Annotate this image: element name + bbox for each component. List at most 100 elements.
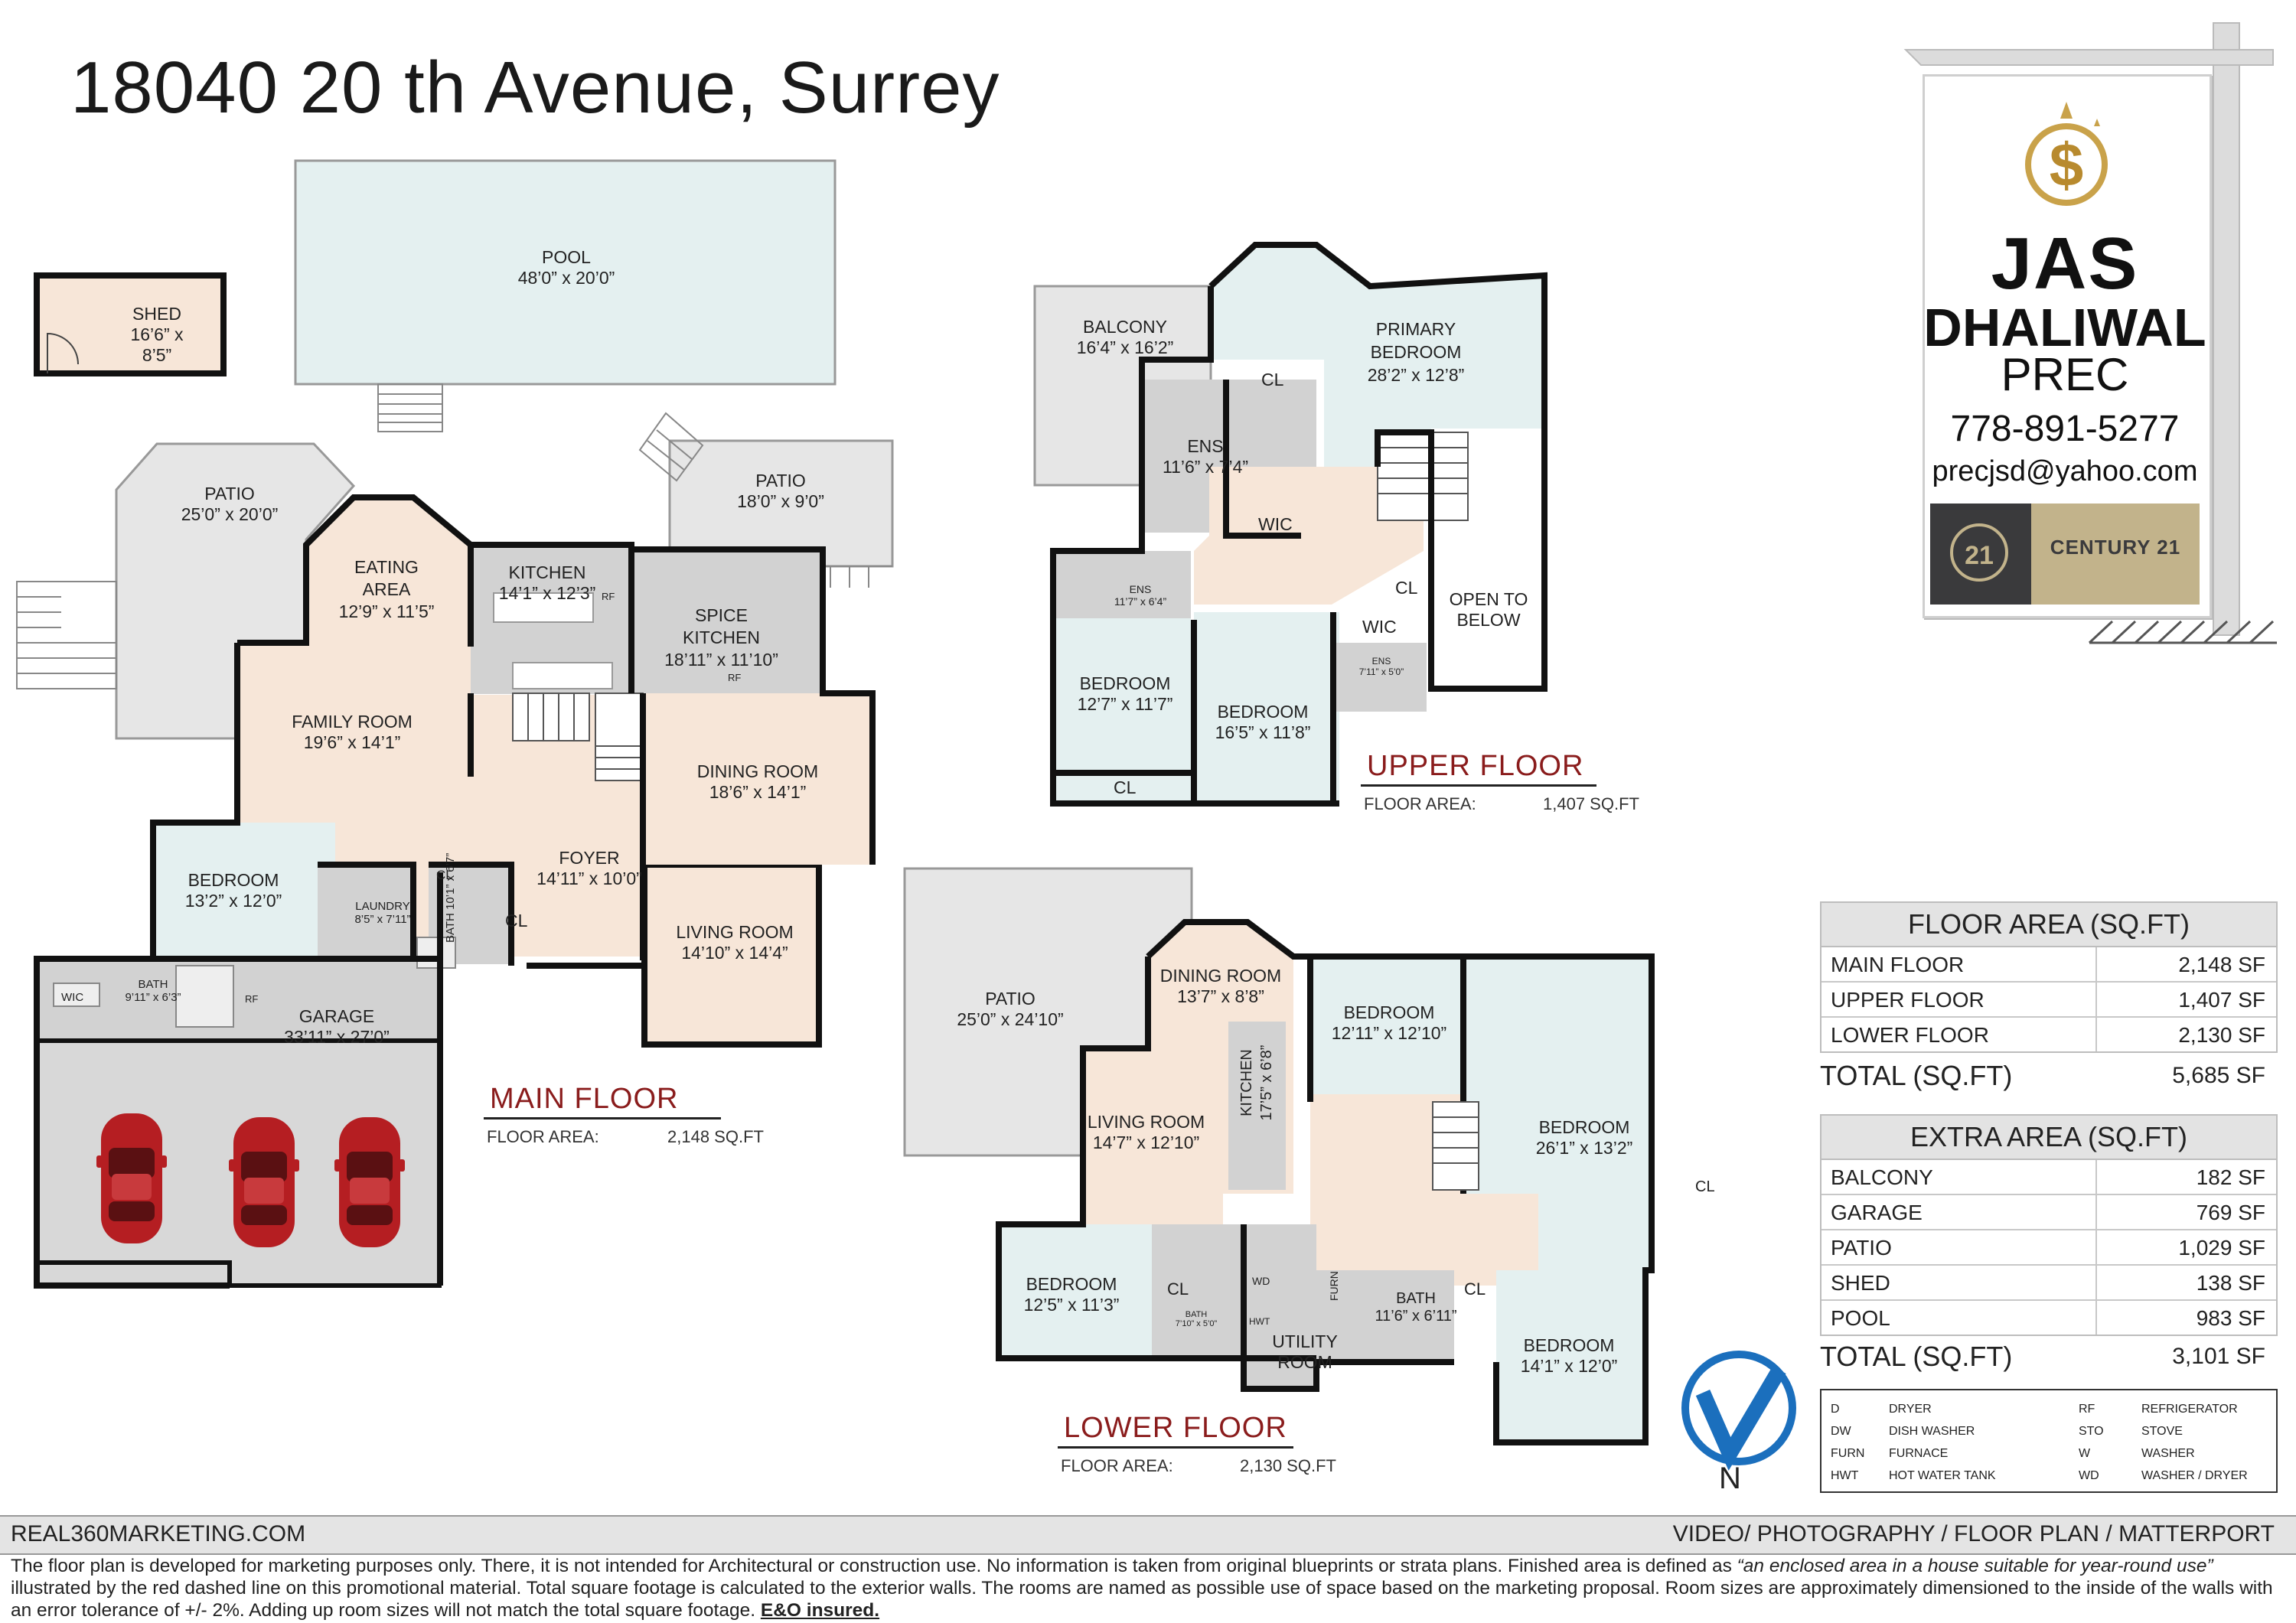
lower-floor-plan bbox=[903, 867, 1655, 1445]
upper-floor-plan bbox=[1033, 242, 1548, 807]
footer-website-link[interactable]: REAL360MARKETING.COM bbox=[11, 1521, 306, 1546]
main-cars bbox=[96, 1113, 405, 1247]
upper-floor-area-value: 1,407 SQ.FT bbox=[1543, 794, 1639, 813]
label-main-closet-1: CL bbox=[436, 868, 453, 882]
disclaimer-text: The floor plan is developed for marketin… bbox=[11, 1556, 2273, 1621]
upper-floor-title: UPPER FLOOR bbox=[1367, 750, 1584, 782]
svg-text:$: $ bbox=[2050, 131, 2084, 199]
extra-area-table-title: EXTRA AREA (SQ.FT) bbox=[1821, 1116, 2276, 1160]
century21-icon: 21 bbox=[1950, 523, 2008, 582]
label-hot-water-tank: HWT bbox=[1249, 1316, 1270, 1327]
agent-last-name: DHALIWAL bbox=[1923, 298, 2206, 357]
label-furnace: FURN bbox=[1328, 1271, 1340, 1301]
agent-email: precjsd@yahoo.com bbox=[1932, 455, 2198, 487]
upper-floor-rule bbox=[1361, 784, 1596, 787]
footer-services: VIDEO/ PHOTOGRAPHY / FLOOR PLAN / MATTER… bbox=[1672, 1521, 2275, 1546]
main-floor-title: MAIN FLOOR bbox=[490, 1083, 679, 1115]
label-main-wic: WIC bbox=[61, 991, 84, 1004]
floor-area-total-label: TOTAL (SQ.FT) bbox=[1820, 1060, 2013, 1091]
label-main-fridge-1: RF bbox=[602, 591, 615, 602]
sign-post bbox=[1903, 22, 2277, 644]
lower-floor-area-value: 2,130 SQ.FT bbox=[1240, 1456, 1336, 1475]
lower-floor-title: LOWER FLOOR bbox=[1064, 1412, 1287, 1444]
label-upper-closet-2: CL bbox=[1395, 578, 1418, 598]
label-lower-closet-2: CL bbox=[1464, 1279, 1486, 1299]
upper-floor-area-label: FLOOR AREA: bbox=[1364, 794, 1476, 813]
compass-icon bbox=[1681, 1351, 1796, 1471]
century21-label: CENTURY 21 bbox=[2050, 536, 2181, 559]
agent-first-name: JAS bbox=[1991, 223, 2139, 305]
extra-area-total-label: TOTAL (SQ.FT) bbox=[1820, 1341, 2013, 1372]
main-pool-area bbox=[294, 159, 837, 386]
label-upper-wic-2: WIC bbox=[1362, 617, 1397, 637]
floor-area-total-value: 5,685 SF bbox=[2172, 1063, 2265, 1088]
lower-floor-rule bbox=[1058, 1446, 1293, 1449]
main-floor-area-label: FLOOR AREA: bbox=[487, 1127, 599, 1146]
label-lower-closet-3: CL bbox=[1695, 1178, 1715, 1195]
agent-title: PREC bbox=[2001, 349, 2129, 400]
label-main-fridge-3: RF bbox=[245, 993, 259, 1005]
main-floor-area-value: 2,148 SQ.FT bbox=[667, 1127, 764, 1146]
main-floor-plan bbox=[16, 159, 894, 1289]
label-main-closet-2: CL bbox=[505, 911, 528, 930]
main-dining-room bbox=[643, 695, 872, 865]
footer-bar bbox=[0, 1515, 2296, 1555]
label-washer-dryer: WD bbox=[1252, 1275, 1270, 1287]
floor-area-table-title: FLOOR AREA (SQ.FT) bbox=[1821, 903, 2276, 947]
property-address: 18040 20 th Avenue, Surrey bbox=[70, 47, 1000, 129]
label-lower-closet-1: CL bbox=[1167, 1279, 1189, 1299]
label-main-small-bath: BATH 10’1” x 6’7” bbox=[444, 852, 457, 943]
label-upper-closet-3: CL bbox=[1114, 777, 1137, 797]
main-spice-kitchen bbox=[631, 549, 823, 693]
label-upper-wic-1: WIC bbox=[1258, 514, 1293, 534]
agent-phone: 778-891-5277 bbox=[1950, 409, 2180, 449]
label-upper-closet-1: CL bbox=[1261, 370, 1284, 389]
main-bedroom bbox=[153, 823, 335, 959]
main-floor-rule bbox=[484, 1117, 721, 1119]
main-shed-room bbox=[34, 272, 227, 376]
compass-north-label: N bbox=[1719, 1462, 1741, 1495]
